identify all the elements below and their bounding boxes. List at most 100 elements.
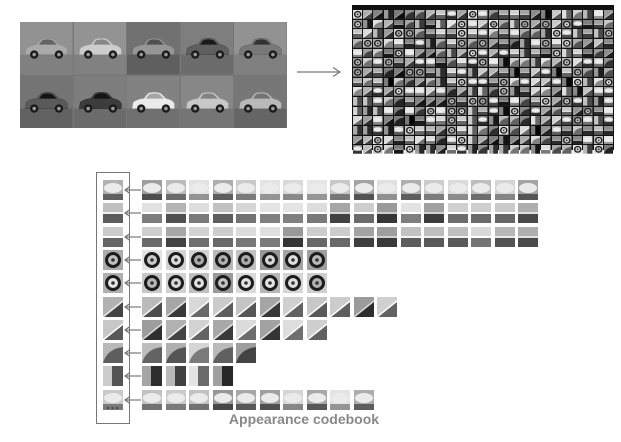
image-patch — [425, 35, 436, 53]
cluster-member-patch — [142, 389, 162, 415]
image-patch — [530, 131, 541, 149]
image-patch — [604, 25, 614, 43]
image-patch — [509, 122, 520, 140]
car-silhouette-icon — [239, 38, 282, 59]
image-patch — [583, 25, 593, 43]
image-patch — [530, 73, 541, 91]
cluster-member-patch — [189, 180, 209, 205]
image-patch — [436, 131, 446, 149]
image-patch — [551, 83, 562, 101]
image-patch — [551, 112, 562, 130]
car-silhouette-icon — [78, 38, 122, 59]
cluster-member-patch — [518, 203, 538, 228]
image-patch — [446, 93, 457, 111]
image-patch — [562, 131, 572, 149]
image-patch — [415, 64, 425, 82]
image-patch — [415, 73, 426, 91]
image-patch — [488, 44, 499, 62]
image-patch — [383, 54, 394, 72]
assignment-arrow-icon — [123, 325, 141, 334]
image-patch — [478, 102, 488, 120]
image-patch — [404, 35, 415, 53]
image-patch — [394, 35, 404, 53]
image-patch — [582, 83, 593, 101]
cluster-member-patch — [494, 203, 515, 228]
training-image — [127, 75, 180, 128]
image-patch — [425, 15, 436, 33]
cluster-member-patch — [235, 296, 257, 322]
image-patch — [352, 25, 362, 43]
cluster-member-patch — [212, 296, 233, 322]
image-patch — [541, 15, 551, 33]
image-patch — [562, 102, 572, 120]
image-patch — [541, 35, 551, 53]
codebook-entry — [102, 319, 124, 345]
image-patch — [362, 102, 373, 120]
cluster-member-patch — [283, 273, 303, 298]
image-patch — [373, 122, 383, 140]
image-patch — [362, 64, 373, 82]
cluster-member-patch — [283, 389, 303, 415]
image-patch — [488, 6, 499, 24]
image-patch — [604, 83, 614, 101]
cluster-member-patch — [142, 203, 162, 228]
image-patch — [604, 73, 614, 91]
image-patch — [373, 73, 383, 91]
training-image — [20, 22, 73, 75]
image-patch — [383, 131, 394, 149]
image-patch — [457, 93, 467, 111]
image-patch — [540, 102, 551, 120]
image-patch — [457, 54, 467, 72]
image-patch — [362, 131, 373, 149]
cluster-member-patch — [377, 180, 397, 205]
image-patch — [603, 44, 614, 62]
image-patch — [604, 35, 614, 53]
image-patch — [509, 25, 520, 43]
image-patch — [425, 131, 436, 149]
image-patch — [478, 73, 488, 91]
image-patch — [603, 6, 614, 24]
image-patch — [499, 35, 509, 53]
image-patch — [373, 93, 383, 111]
image-patch — [362, 93, 373, 111]
cluster-member-patch — [494, 226, 515, 252]
codebook-entry — [103, 249, 123, 275]
image-patch — [446, 6, 457, 24]
cluster-member-patch — [424, 180, 444, 205]
image-patch — [373, 54, 383, 72]
image-patch — [583, 15, 593, 33]
cluster-member-patch — [282, 296, 304, 322]
image-patch — [457, 35, 467, 53]
cluster-member-patch — [377, 226, 397, 252]
image-patch — [593, 54, 603, 72]
image-patch — [593, 15, 603, 33]
assignment-arrow-icon — [123, 186, 141, 194]
cluster-member-patch — [259, 249, 280, 275]
flow-arrow-icon — [297, 66, 342, 78]
image-patch — [551, 122, 562, 140]
cluster-member-patch — [259, 226, 280, 252]
training-image — [73, 75, 127, 128]
image-patch — [404, 64, 415, 82]
image-patch — [478, 93, 488, 111]
image-patch — [436, 15, 446, 33]
image-patch — [457, 131, 467, 149]
image-patch — [478, 54, 488, 72]
image-patch — [499, 102, 509, 120]
image-patch — [404, 122, 415, 140]
image-patch — [572, 25, 583, 43]
image-patch — [352, 102, 362, 120]
image-patch — [383, 25, 394, 43]
image-patch — [425, 64, 436, 82]
image-patch — [551, 64, 562, 82]
image-patch — [373, 15, 383, 33]
cluster-member-patch — [329, 296, 351, 322]
cluster-member-patch — [236, 249, 256, 275]
image-patch — [404, 93, 415, 111]
image-patch — [499, 73, 509, 91]
image-patch — [583, 6, 593, 24]
image-patch — [436, 64, 446, 82]
image-patch — [562, 64, 572, 82]
image-patch — [593, 112, 603, 130]
image-patch — [520, 64, 530, 82]
